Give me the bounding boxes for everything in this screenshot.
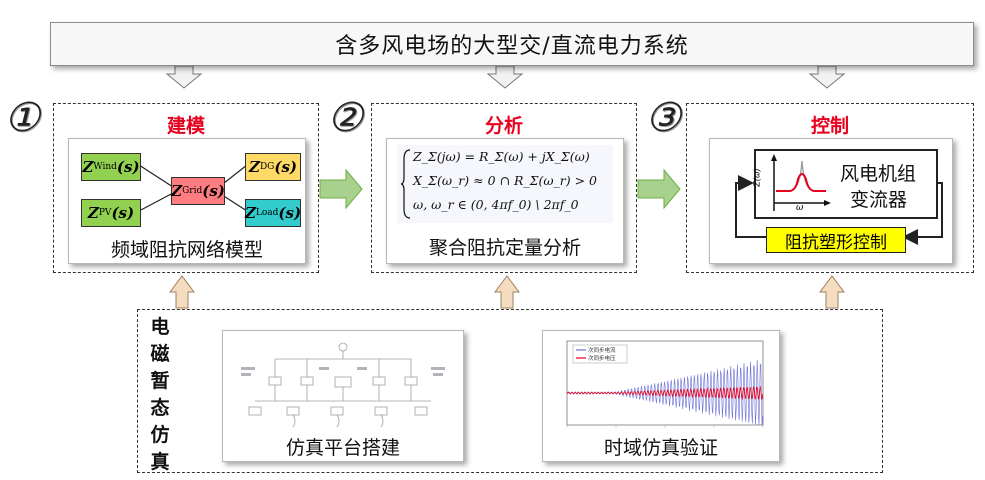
waveform-plot: 次同步电流 次同步电压 (566, 340, 764, 428)
impedance-shaping-control-box: 阻抗塑形控制 (766, 227, 906, 253)
right-arrow-2 (637, 168, 681, 210)
up-arrow-1 (169, 275, 195, 309)
platform-caption: 仿真平台搭建 (285, 437, 400, 459)
equation-block: Z_Σ(jω) = R_Σ(ω) + jX_Σ(ω) X_Σ(ω_r) ≈ 0 … (397, 145, 613, 223)
em-label-char: 态 (150, 397, 170, 419)
down-arrow-3 (808, 65, 846, 89)
analysis-title: 分析 (484, 115, 523, 137)
voltage-waveform (566, 386, 763, 401)
em-label-char: 真 (150, 451, 170, 473)
control-caption: 阻抗塑形控制 (785, 232, 887, 253)
frequency-axis-label: ω (796, 203, 804, 213)
equation-line-2: X_Σ(ω_r) ≈ 0 ∩ R_Σ(ω_r) > 0 (413, 173, 597, 188)
impedance-shaping-plot (771, 154, 831, 211)
equation-line-1: Z_Σ(jω) = R_Σ(ω) + jX_Σ(ω) (413, 149, 590, 164)
em-transient-stage: 电 磁 暂 态 仿 真 (137, 309, 883, 473)
modeling-caption: 频域阻抗网络模型 (110, 239, 263, 261)
aggregate-impedance-panel: Z_Σ(jω) = R_Σ(ω) + jX_Σ(ω) X_Σ(ω_r) ≈ 0 … (386, 138, 624, 264)
legend-voltage: 次同步电压 (588, 354, 616, 362)
circuit-schematic (241, 342, 445, 428)
right-arrow-1 (319, 168, 363, 210)
em-label-char: 仿 (150, 424, 170, 446)
control-stage: 控制 Z(ω) ω 风电机组 变流器 (686, 103, 974, 273)
system-title: 含多风电场的大型交/直流电力系统 (335, 34, 689, 59)
em-label-char: 磁 (150, 343, 170, 365)
verify-caption: 时域仿真验证 (603, 437, 718, 459)
em-transient-label: 电 磁 暂 态 仿 真 (147, 314, 173, 476)
time-domain-verification-panel: 次同步电流 次同步电压 时域仿真验证 (542, 330, 780, 462)
analysis-stage: 分析 Z_Σ(jω) = R_Σ(ω) + jX_Σ(ω) X_Σ(ω_r) ≈… (371, 103, 637, 273)
control-panel: Z(ω) ω 风电机组 变流器 阻抗塑形控制 (709, 138, 953, 264)
modeling-title: 建模 (166, 115, 205, 137)
control-title: 控制 (810, 115, 849, 137)
simulation-platform-panel: 仿真平台搭建 (222, 330, 464, 462)
legend-current: 次同步电流 (588, 346, 616, 354)
down-arrow-2 (486, 65, 524, 89)
em-label-char: 电 (150, 316, 170, 338)
up-arrow-3 (819, 275, 845, 309)
em-label-char: 暂 (150, 370, 170, 392)
impedance-axis-label: Z(ω) (752, 168, 762, 187)
step-number-3: ③ (645, 95, 681, 141)
device-label-line-1: 风电机组 (840, 163, 917, 185)
device-label-line-2: 变流器 (850, 189, 908, 211)
system-title-banner: 含多风电场的大型交/直流电力系统 (50, 22, 974, 66)
step-number-1: ① (4, 95, 40, 141)
equation-brace (401, 149, 411, 219)
analysis-caption: 聚合阻抗定量分析 (428, 237, 581, 259)
step-number-2: ② (327, 95, 363, 141)
up-arrow-2 (494, 275, 520, 309)
down-arrow-1 (165, 65, 203, 89)
equation-line-3: ω, ω_r ∈ (0, 4πf_0) \ 2πf_0 (413, 197, 579, 212)
voltage-trace (566, 386, 763, 401)
converter-box: Z(ω) ω 风电机组 变流器 (752, 149, 938, 219)
feedback-loop (735, 175, 943, 245)
